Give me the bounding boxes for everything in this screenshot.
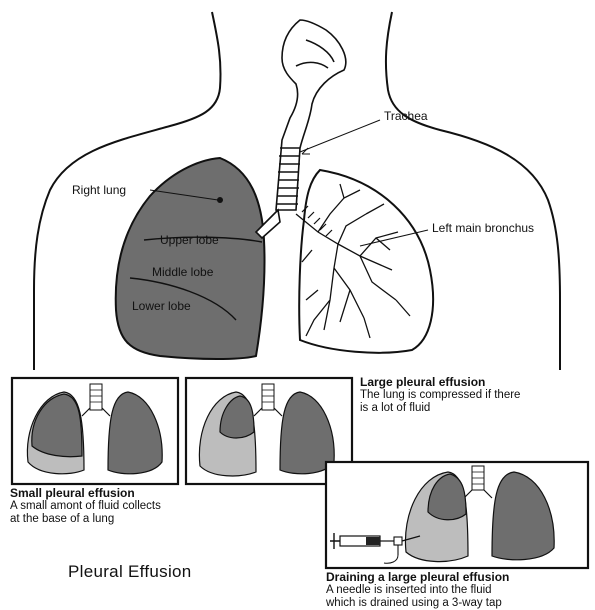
small-effusion-line1: A small amont of fluid collects [10,500,260,513]
small-effusion-heading: Small pleural effusion [10,487,260,500]
label-left-main-bronchus: Left main bronchus [432,221,534,235]
large-effusion-heading: Large pleural effusion [360,376,590,389]
label-upper-lobe: Upper lobe [160,233,219,247]
small-effusion-line2: at the base of a lung [10,513,260,526]
panel-draining [326,462,588,568]
draining-line1: A needle is inserted into the fluid [326,584,594,597]
right-lung [116,158,265,359]
label-lower-lobe: Lower lobe [132,299,191,313]
caption-small-effusion: Small pleural effusion A small amont of … [10,487,260,526]
caption-draining: Draining a large pleural effusion A need… [326,571,594,610]
page-title: Pleural Effusion [68,562,192,582]
draining-line2: which is drained using a 3-way tap [326,597,594,610]
large-effusion-line2: is a lot of fluid [360,402,590,415]
caption-large-effusion: Large pleural effusion The lung is compr… [360,376,590,415]
large-effusion-line1: The lung is compressed if there [360,389,590,402]
panel-small-effusion [12,378,178,484]
draining-heading: Draining a large pleural effusion [326,571,594,584]
label-trachea: Trachea [384,109,428,123]
label-middle-lobe: Middle lobe [152,265,214,279]
label-right-lung: Right lung [72,183,126,197]
